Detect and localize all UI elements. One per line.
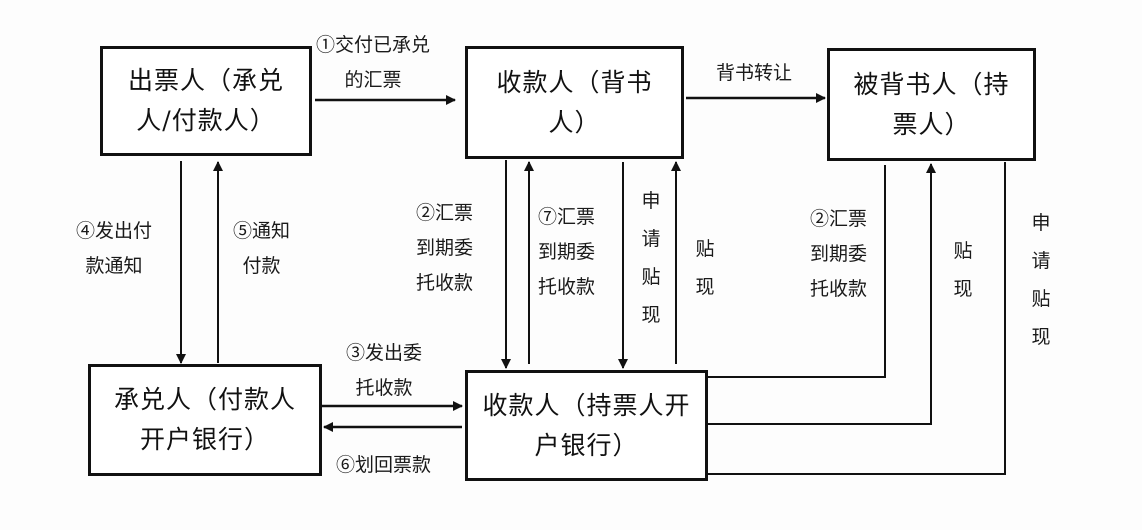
label-transfer-funds: ⑥划回票款 <box>336 454 432 476</box>
label-discount-endorsee: 贴现 <box>953 240 973 300</box>
node-acceptor-bank: 承兑人（付款人开户银行） <box>88 364 322 476</box>
node-endorsee: 被背书人（持票人） <box>827 48 1036 161</box>
label-send-collection: ③发出委 托收款 <box>346 342 423 399</box>
arrow-entrust-collection-endorsee <box>698 165 886 382</box>
node-payee-endorser: 收款人（背书人） <box>465 46 684 159</box>
label-entrust-collection-endorsee: ②汇票 到期委 托收款 <box>810 208 868 300</box>
node-drawer: 出票人（承兑人/付款人） <box>100 46 312 156</box>
label-endorse-transfer: 背书转让 <box>716 62 793 84</box>
arrow-discount-endorsee <box>708 163 936 425</box>
label-notice-pay: ⑤通知 付款 <box>233 220 291 277</box>
label-apply-discount-endorsee: 申请贴现 <box>1031 212 1051 348</box>
label-notify-payment: ④发出付 款通知 <box>76 220 153 277</box>
label-discount-payee: 贴现 <box>695 238 715 298</box>
label-apply-discount-payee: 申请贴现 <box>641 190 661 326</box>
arrow-apply-discount-endorsee <box>698 162 1006 479</box>
label-deliver-draft: ①交付已承兑 的汇票 <box>316 34 431 91</box>
label-entrust-collection-payee: ②汇票 到期委 托收款 <box>416 202 474 294</box>
node-payee-bank: 收款人（持票人开户银行） <box>465 370 708 481</box>
label-return-draft: ⑦汇票 到期委 托收款 <box>538 206 596 298</box>
